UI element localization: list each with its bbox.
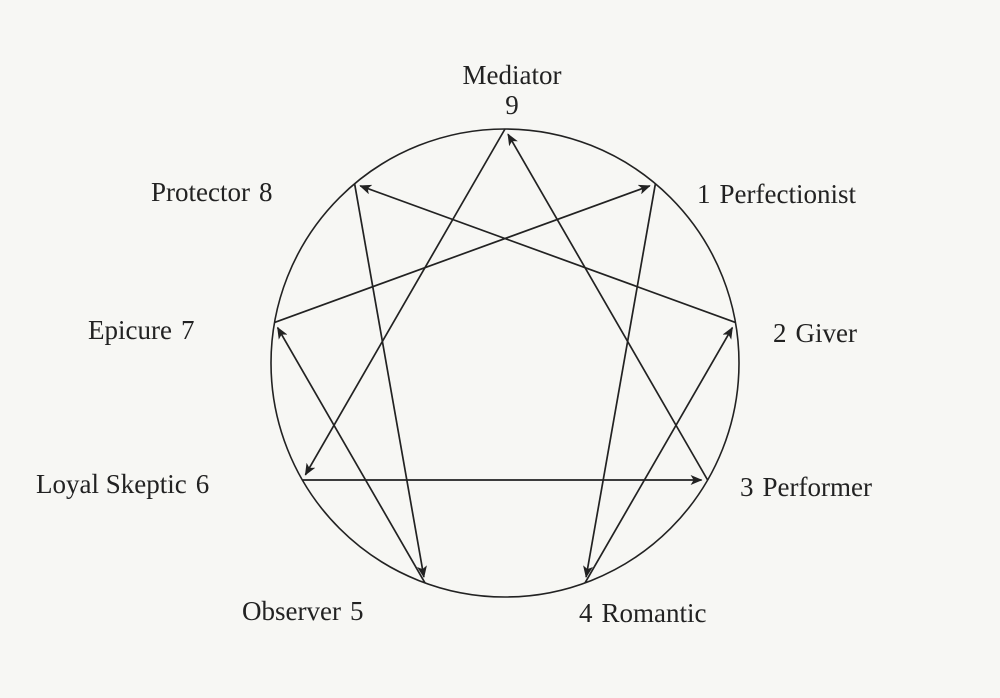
point-name: Giver: [795, 318, 857, 348]
label-protector-8: Protector 8: [151, 177, 272, 207]
point-name: Loyal Skeptic: [36, 469, 187, 499]
point-number: 2: [773, 318, 787, 348]
label-giver-2: 2 Giver: [773, 318, 857, 348]
point-name: Protector: [151, 177, 250, 207]
enneagram-circle: [270, 128, 740, 598]
arrow-9-to-6: [304, 128, 506, 476]
point-number: 3: [740, 472, 754, 502]
label-mediator-9: Mediator 9: [0, 60, 1000, 120]
label-perfectionist-1: 1 Perfectionist: [697, 179, 856, 209]
arrow-1-to-4: [583, 183, 657, 578]
label-epicure-7: Epicure 7: [88, 315, 194, 345]
point-name: Perfectionist: [719, 179, 856, 209]
point-name: Observer: [242, 596, 341, 626]
point-name: Romantic: [601, 598, 707, 628]
point-name: Epicure: [88, 315, 172, 345]
arrow-8-to-5: [353, 183, 427, 578]
arrow-layer: [274, 128, 736, 584]
arrow-4-to-2: [584, 326, 734, 584]
label-observer-5: Observer 5: [242, 596, 363, 626]
label-performer-3: 3 Performer: [740, 472, 872, 502]
point-number: 1: [697, 179, 711, 209]
label-romantic-4: 4 Romantic: [579, 598, 706, 628]
arrow-2-to-8: [359, 184, 736, 324]
point-number: 6: [195, 469, 210, 499]
point-name: Mediator: [462, 60, 562, 90]
label-loyal-skeptic-6: Loyal Skeptic 6: [36, 469, 209, 499]
point-number: 4: [579, 598, 593, 628]
point-number: 8: [258, 177, 273, 207]
arrow-3-to-9: [507, 133, 709, 481]
point-name: Performer: [762, 472, 872, 502]
point-number: 9: [505, 90, 519, 120]
arrow-7-to-1: [274, 184, 651, 324]
arrow-5-to-7: [276, 326, 426, 584]
point-number: 5: [349, 596, 364, 626]
point-number: 7: [180, 315, 195, 345]
